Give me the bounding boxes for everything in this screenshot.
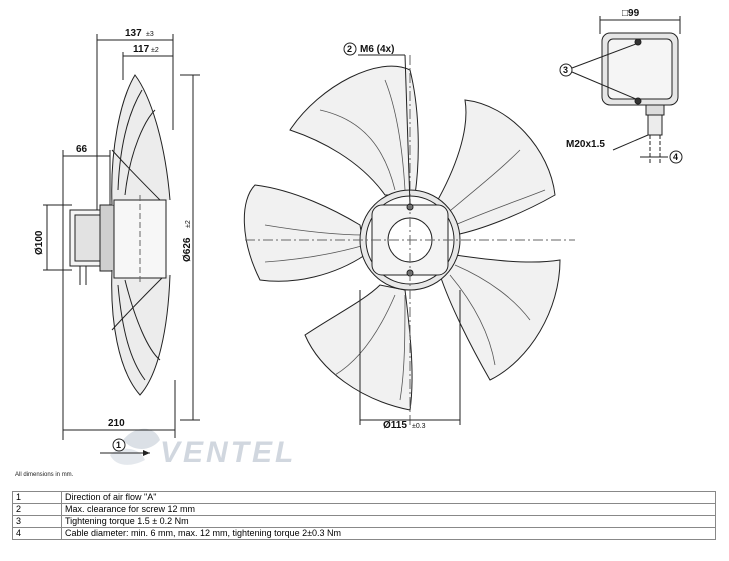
watermark-logo: VENTEL bbox=[110, 428, 296, 469]
box-99-label: □99 bbox=[622, 8, 640, 19]
dim-diameter-115: Ø115 bbox=[383, 420, 407, 431]
thread-m20-label: M20x1.5 bbox=[566, 139, 605, 150]
svg-text:2: 2 bbox=[347, 44, 352, 54]
dim-diameter-115-tol: ±0.3 bbox=[412, 423, 426, 430]
legend-text: Direction of air flow "A" bbox=[61, 491, 716, 504]
logo-text: VENTEL bbox=[160, 436, 296, 469]
legend-row: 2 Max. clearance for screw 12 mm bbox=[12, 503, 716, 516]
dim-137-tol: ±3 bbox=[146, 31, 154, 38]
svg-text:4: 4 bbox=[673, 152, 678, 162]
legend-row: 3 Tightening torque 1.5 ± 0.2 Nm bbox=[12, 515, 716, 528]
svg-text:3: 3 bbox=[563, 65, 568, 75]
legend-number: 3 bbox=[12, 515, 62, 528]
dim-117-tol: ±2 bbox=[151, 47, 159, 54]
legend-text: Max. clearance for screw 12 mm bbox=[61, 503, 716, 516]
thread-m6-label: M6 (4x) bbox=[360, 44, 394, 55]
dim-210: 210 bbox=[108, 418, 125, 429]
legend-text: Tightening torque 1.5 ± 0.2 Nm bbox=[61, 515, 716, 528]
dim-diameter-100: Ø100 bbox=[34, 230, 45, 255]
side-view bbox=[43, 34, 200, 440]
legend-row: 4 Cable diameter: min. 6 mm, max. 12 mm,… bbox=[12, 527, 716, 540]
callout-4: 4 bbox=[669, 150, 683, 164]
terminal-box-view bbox=[599, 16, 681, 165]
callout-1: 1 bbox=[100, 438, 150, 456]
dim-115-lines bbox=[359, 290, 461, 425]
technical-drawing: VENTEL bbox=[34, 8, 683, 469]
dim-diameter-626-tol: ±2 bbox=[185, 220, 192, 228]
dim-diameter-626: Ø626 bbox=[182, 237, 193, 262]
arrow-right-icon bbox=[143, 450, 150, 456]
dimensions-note: All dimensions in mm. bbox=[15, 472, 74, 478]
legend-number: 4 bbox=[12, 527, 62, 540]
dim-117: 117 bbox=[133, 44, 150, 55]
front-view bbox=[243, 55, 575, 425]
legend-number: 1 bbox=[12, 491, 62, 504]
legend-table: 1 Direction of air flow "A" 2 Max. clear… bbox=[12, 491, 716, 540]
legend-number: 2 bbox=[12, 503, 62, 516]
dim-66: 66 bbox=[76, 144, 88, 155]
callout-3: 3 bbox=[559, 43, 637, 100]
dim-137: 137 bbox=[125, 28, 142, 39]
legend-text: Cable diameter: min. 6 mm, max. 12 mm, t… bbox=[61, 527, 716, 540]
svg-text:1: 1 bbox=[116, 440, 121, 450]
legend-row: 1 Direction of air flow "A" bbox=[12, 491, 716, 504]
callout-2: 2 bbox=[343, 42, 411, 206]
